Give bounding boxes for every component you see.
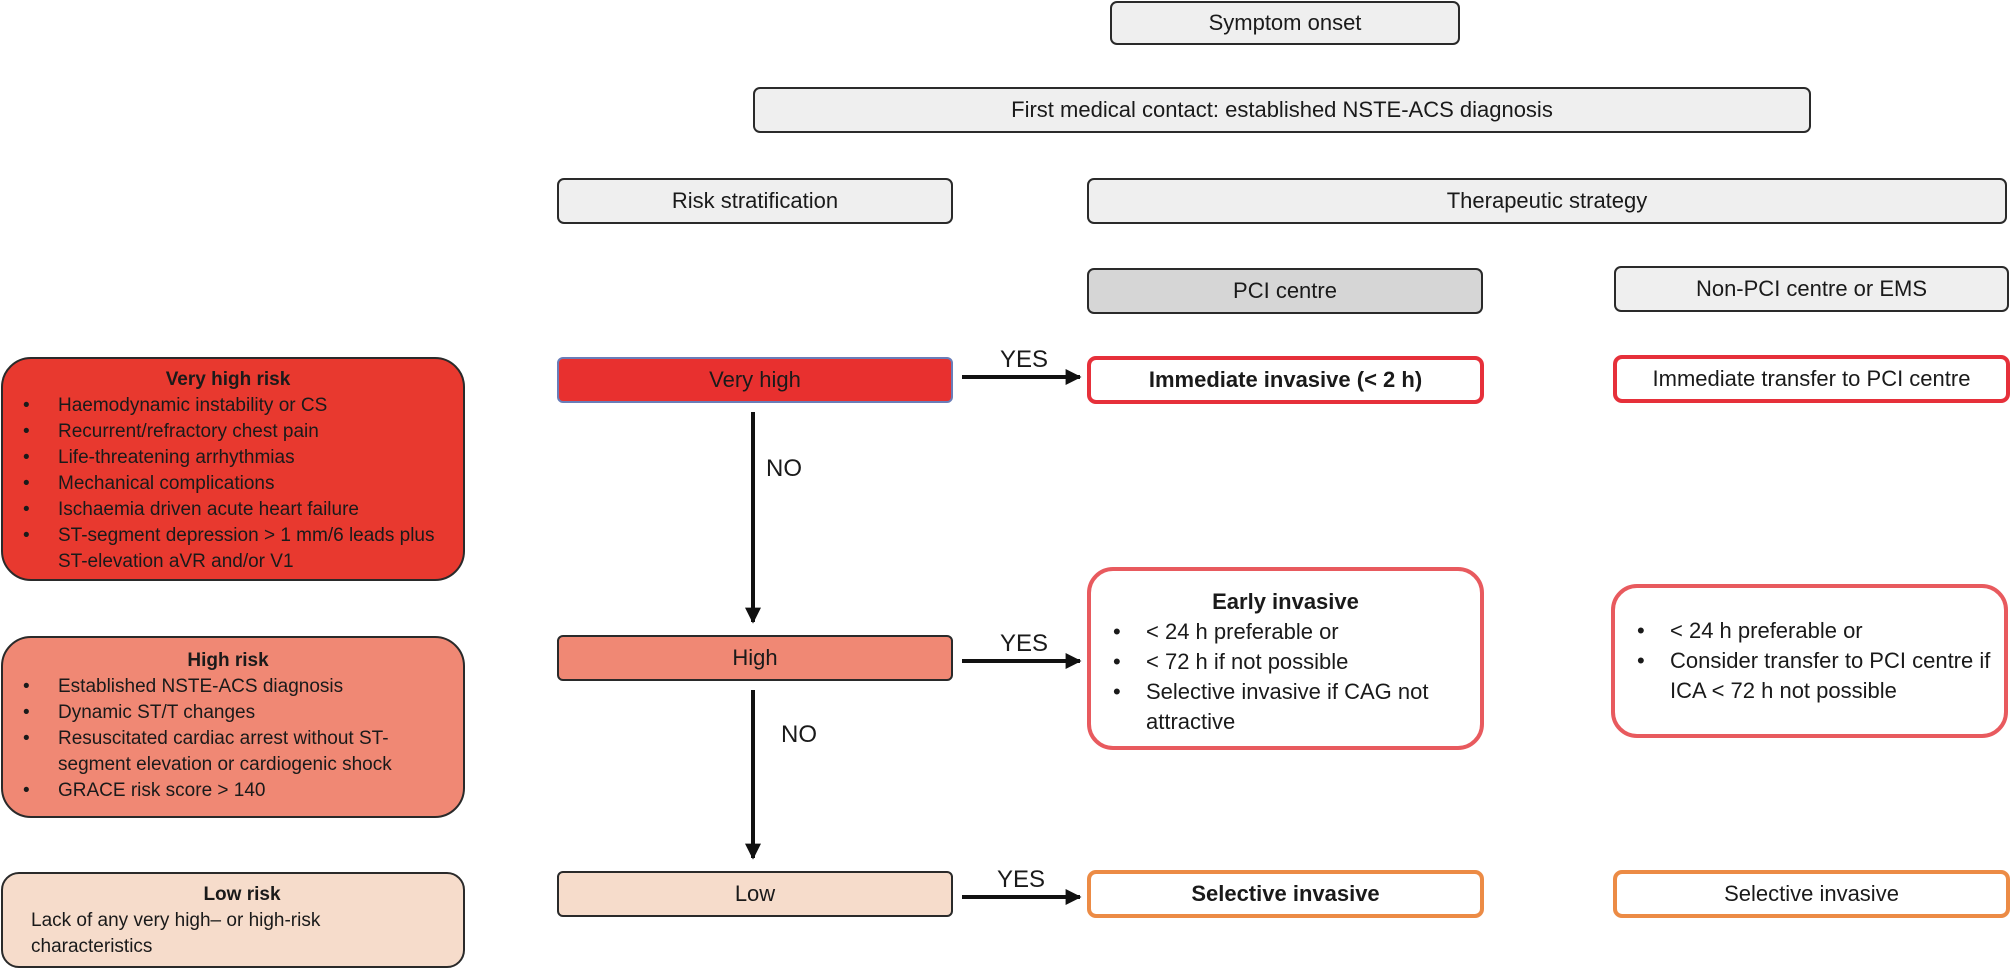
- selective-invasive-label: Selective invasive: [1191, 881, 1380, 906]
- list-item: < 24 h preferable or: [1113, 617, 1470, 647]
- immediate-transfer-label: Immediate transfer to PCI centre: [1652, 366, 1971, 391]
- no-label: NO: [766, 455, 802, 482]
- very-high-risk-box: Very high: [557, 357, 953, 403]
- high-risk-list: Established NSTE-ACS diagnosis Dynamic S…: [3, 674, 453, 804]
- immediate-transfer-box: Immediate transfer to PCI centre: [1613, 355, 2010, 403]
- early-invasive-box: Early invasive < 24 h preferable or < 72…: [1087, 567, 1484, 750]
- non-pci-centre-label: Non-PCI centre or EMS: [1695, 276, 1928, 301]
- list-item: Life-threatening arrhythmias: [23, 445, 453, 471]
- high-risk-box: High: [557, 635, 953, 681]
- risk-stratification-label: Risk stratification: [671, 188, 839, 213]
- low-risk-title: Low risk: [203, 884, 281, 905]
- high-label: High: [732, 645, 778, 670]
- immediate-invasive-box: Immediate invasive (< 2 h): [1087, 356, 1484, 404]
- yes-label: YES: [997, 866, 1046, 893]
- very-high-risk-title: Very high risk: [165, 369, 291, 390]
- no-label: NO: [781, 721, 817, 748]
- list-item: Haemodynamic instability or CS: [23, 393, 453, 419]
- list-item: Ischaemia driven acute heart failure: [23, 497, 453, 523]
- symptom-onset-label: Symptom onset: [1208, 10, 1362, 35]
- list-item: Consider transfer to PCI centre if ICA <…: [1637, 646, 1994, 706]
- very-high-risk-criteria-panel: Very high risk Haemodynamic instability …: [1, 357, 465, 581]
- very-high-risk-list: Haemodynamic instability or CS Recurrent…: [3, 393, 453, 575]
- yes-label: YES: [1000, 630, 1049, 657]
- pci-centre-box: PCI centre: [1087, 268, 1483, 314]
- low-risk-criteria-panel: Low risk Lack of any very high– or high-…: [1, 872, 465, 968]
- non-pci-centre-box: Non-PCI centre or EMS: [1614, 266, 2009, 312]
- non-pci-selective-box: Selective invasive: [1613, 870, 2010, 918]
- list-item: GRACE risk score > 140: [23, 778, 453, 804]
- list-item: Resuscitated cardiac arrest without ST-s…: [23, 726, 453, 778]
- list-item: Selective invasive if CAG not attractive: [1113, 677, 1470, 737]
- early-invasive-list: < 24 h preferable or < 72 h if not possi…: [1091, 617, 1470, 737]
- therapeutic-strategy-label: Therapeutic strategy: [1446, 188, 1648, 213]
- non-pci-selective-label: Selective invasive: [1724, 881, 1899, 906]
- list-item: Recurrent/refractory chest pain: [23, 419, 453, 445]
- list-item: ST-segment depression > 1 mm/6 leads plu…: [23, 523, 453, 575]
- list-item: Dynamic ST/T changes: [23, 700, 453, 726]
- low-risk-text: Lack of any very high– or high-risk char…: [31, 910, 321, 957]
- very-high-label: Very high: [709, 367, 801, 392]
- non-pci-early-list: < 24 h preferable or Consider transfer t…: [1615, 616, 1994, 706]
- high-risk-title: High risk: [187, 650, 269, 671]
- list-item: Mechanical complications: [23, 471, 453, 497]
- list-item: < 72 h if not possible: [1113, 647, 1470, 677]
- list-item: < 24 h preferable or: [1637, 616, 1994, 646]
- pci-centre-label: PCI centre: [1233, 278, 1337, 303]
- risk-stratification-box: Risk stratification: [557, 178, 953, 224]
- yes-label: YES: [1000, 346, 1049, 373]
- symptom-onset-box: Symptom onset: [1110, 1, 1460, 45]
- low-risk-box: Low: [557, 871, 953, 917]
- high-risk-criteria-panel: High risk Established NSTE-ACS diagnosis…: [1, 636, 465, 818]
- early-invasive-title: Early invasive: [1212, 589, 1359, 614]
- first-contact-box: First medical contact: established NSTE-…: [753, 87, 1811, 133]
- therapeutic-strategy-box: Therapeutic strategy: [1087, 178, 2007, 224]
- list-item: Established NSTE-ACS diagnosis: [23, 674, 453, 700]
- first-contact-label: First medical contact: established NSTE-…: [1011, 97, 1553, 122]
- selective-invasive-box: Selective invasive: [1087, 870, 1484, 918]
- low-label: Low: [734, 881, 776, 906]
- non-pci-early-box: < 24 h preferable or Consider transfer t…: [1611, 584, 2008, 738]
- immediate-invasive-label: Immediate invasive (< 2 h): [1148, 367, 1423, 392]
